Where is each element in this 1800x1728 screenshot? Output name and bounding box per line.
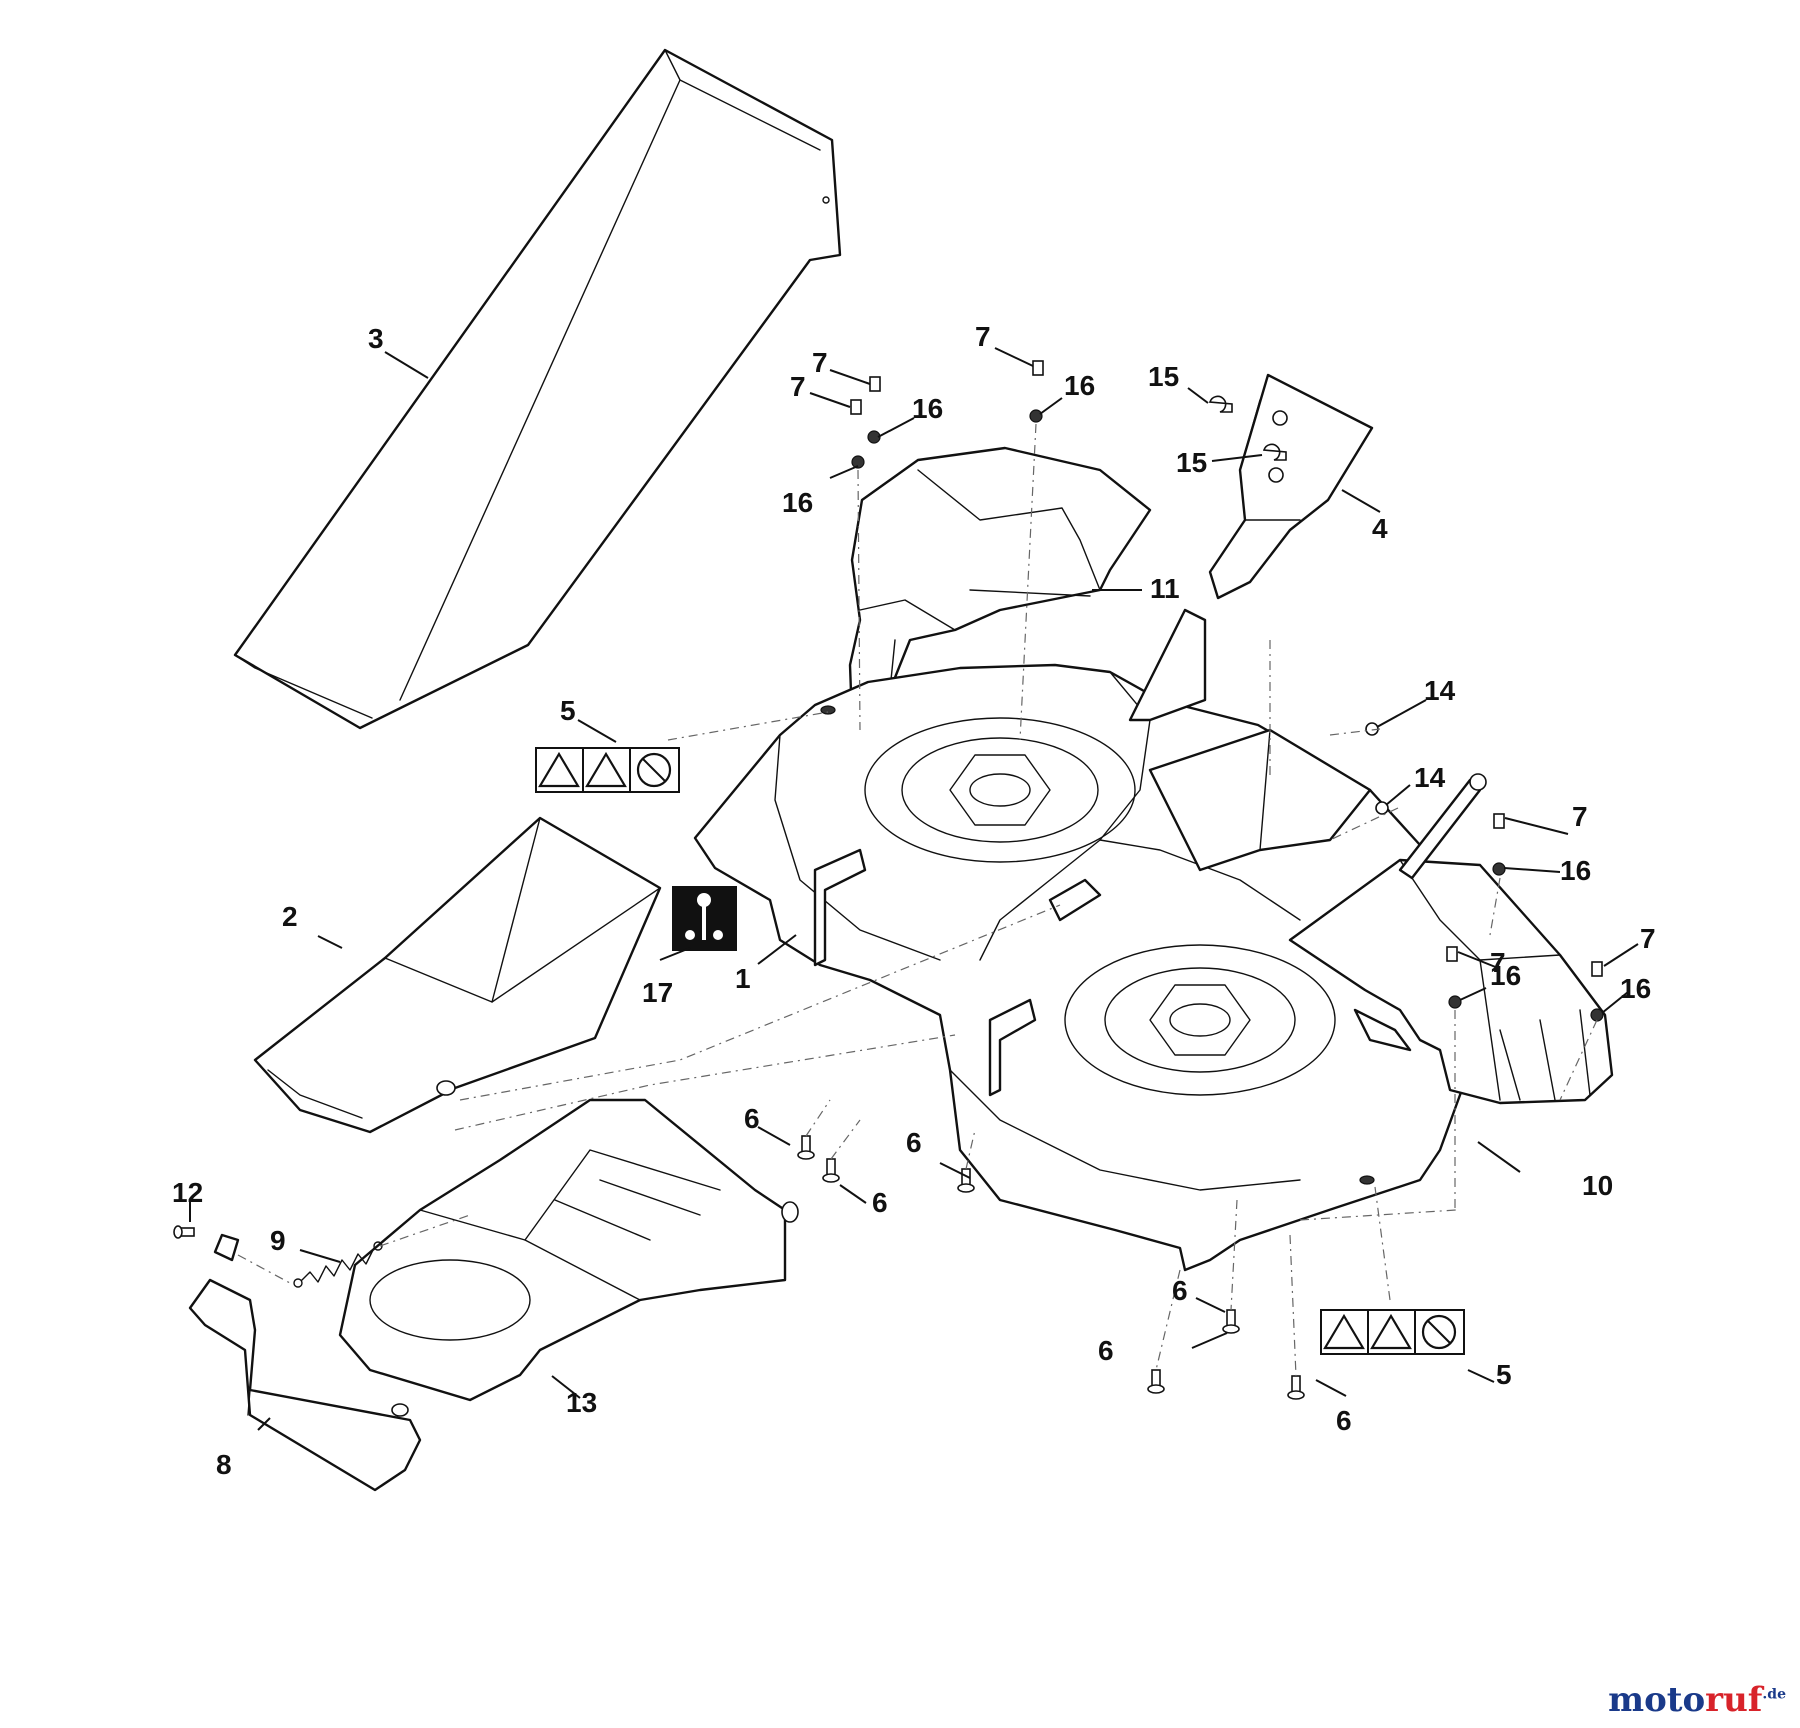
part-discharge-chute-short (253, 816, 662, 1134)
callout-2: 2 (282, 901, 298, 932)
callout-16-f: 16 (1620, 973, 1651, 1004)
callout-6-b: 6 (1098, 1335, 1114, 1366)
callout-4: 4 (1372, 513, 1388, 544)
part-bracket-plate (188, 1233, 422, 1492)
height-adjust-decal (672, 886, 737, 951)
callout-16-e: 16 (1490, 960, 1521, 991)
warning-decal-bottom (1320, 1309, 1465, 1355)
callout-7-a: 7 (812, 347, 828, 378)
callout-10: 10 (1582, 1170, 1613, 1201)
callout-7-f: 7 (1640, 923, 1656, 954)
callout-11: 11 (1150, 573, 1180, 604)
callout-16-a: 16 (912, 393, 943, 424)
part-spring (293, 1241, 383, 1288)
callout-3: 3 (368, 323, 384, 354)
callout-15-b: 15 (1176, 447, 1207, 478)
assembly-lines (237, 423, 1598, 1377)
callout-6-a: 6 (1172, 1275, 1188, 1306)
callout-1: 1 (735, 963, 751, 994)
callout-6-c: 6 (1336, 1405, 1352, 1436)
callout-6-d: 6 (744, 1103, 760, 1134)
callout-16-b: 16 (782, 487, 813, 518)
hardware-bolts (797, 1135, 1305, 1400)
callout-9: 9 (270, 1225, 286, 1256)
callout-14-a: 14 (1424, 675, 1456, 706)
callout-7-e: 7 (1490, 947, 1506, 978)
hardware-screws (1208, 395, 1287, 461)
callout-7-d: 7 (1572, 801, 1588, 832)
part-discharge-chute-long (233, 48, 842, 730)
callout-13: 13 (566, 1387, 597, 1418)
watermark-part1: moto (1608, 1680, 1706, 1720)
part-lower-shield (338, 1098, 799, 1402)
callout-7-c: 7 (975, 321, 991, 352)
callout-5-bottom: 5 (1496, 1359, 1512, 1390)
leader-lines (189, 347, 1639, 1431)
callout-15-a: 15 (1148, 361, 1179, 392)
callout-16-d: 16 (1560, 855, 1591, 886)
callout-14-b: 14 (1414, 762, 1446, 793)
watermark-part2: ruf (1705, 1680, 1763, 1720)
callout-labels: 3 2 1 17 4 5 5 11 10 6 6 6 6 6 6 9 12 8 … (172, 321, 1656, 1480)
watermark-suffix: .de (1762, 1686, 1786, 1703)
hardware-studs (850, 360, 1603, 977)
part-deflector (1208, 373, 1374, 600)
callout-16-c: 16 (1064, 370, 1095, 401)
callout-5-top: 5 (560, 695, 576, 726)
warning-decal-top (535, 747, 680, 793)
part-rear-collector (1288, 858, 1614, 1105)
part-link-rod (1398, 773, 1487, 880)
callout-17: 17 (642, 977, 673, 1008)
callout-7-b: 7 (790, 371, 806, 402)
callout-6-f: 6 (906, 1127, 922, 1158)
watermark-logo: motoruf.de (1608, 1680, 1786, 1720)
part-mower-deck (693, 608, 1482, 1272)
callout-12: 12 (172, 1177, 203, 1208)
callout-8: 8 (216, 1449, 232, 1480)
hardware-bolt-12 (173, 1225, 195, 1239)
callout-6-e: 6 (872, 1187, 888, 1218)
